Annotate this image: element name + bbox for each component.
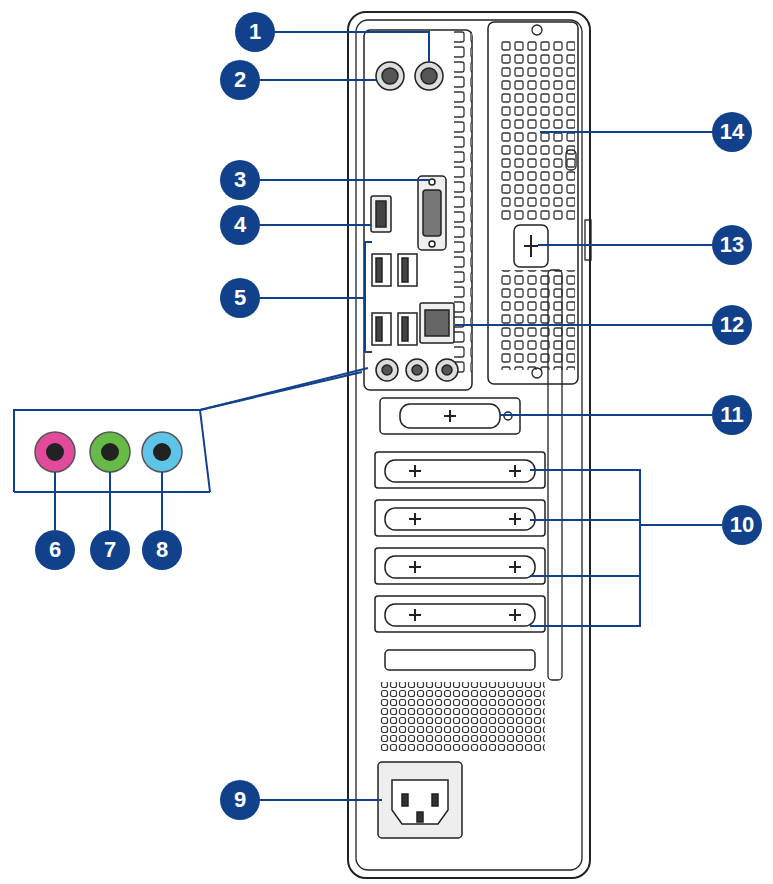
leader-lines: [55, 32, 722, 800]
fan-grill: [380, 682, 545, 752]
slot-cover: [380, 398, 520, 434]
psu-vents: [500, 270, 575, 370]
lock-slot: [566, 150, 576, 170]
callout-number: 14: [712, 112, 752, 152]
expansion-slots: [375, 452, 545, 670]
psu-vents: [500, 40, 575, 220]
callout-number: 11: [712, 395, 752, 435]
callout-number: 5: [220, 278, 260, 318]
callout-number: 3: [220, 160, 260, 200]
callout-number: 12: [712, 305, 752, 345]
usb-ports: [372, 254, 417, 345]
callout-number: 4: [220, 205, 260, 245]
callout-number: 7: [90, 530, 130, 570]
screw: [532, 368, 542, 378]
latch: [585, 220, 591, 260]
callout-number: 13: [712, 225, 752, 265]
vga-port: [418, 176, 446, 250]
callout-number: 1: [235, 12, 275, 52]
plus-mark: [524, 235, 538, 257]
lan-port: [420, 303, 454, 343]
callout-number: 10: [722, 505, 762, 545]
slot-rail: [548, 270, 562, 680]
audio-inset: [14, 368, 368, 492]
ps2-ports: [376, 62, 443, 90]
hdmi-port: [371, 196, 391, 232]
audio-jacks: [376, 359, 458, 381]
callout-number: 8: [142, 530, 182, 570]
vent-column: [454, 30, 472, 375]
case-outline: [348, 12, 590, 878]
callout-number: 2: [220, 60, 260, 100]
callout-number: 6: [35, 530, 75, 570]
callout-number: 9: [220, 780, 260, 820]
power-socket: [378, 762, 462, 838]
screw: [532, 25, 542, 35]
